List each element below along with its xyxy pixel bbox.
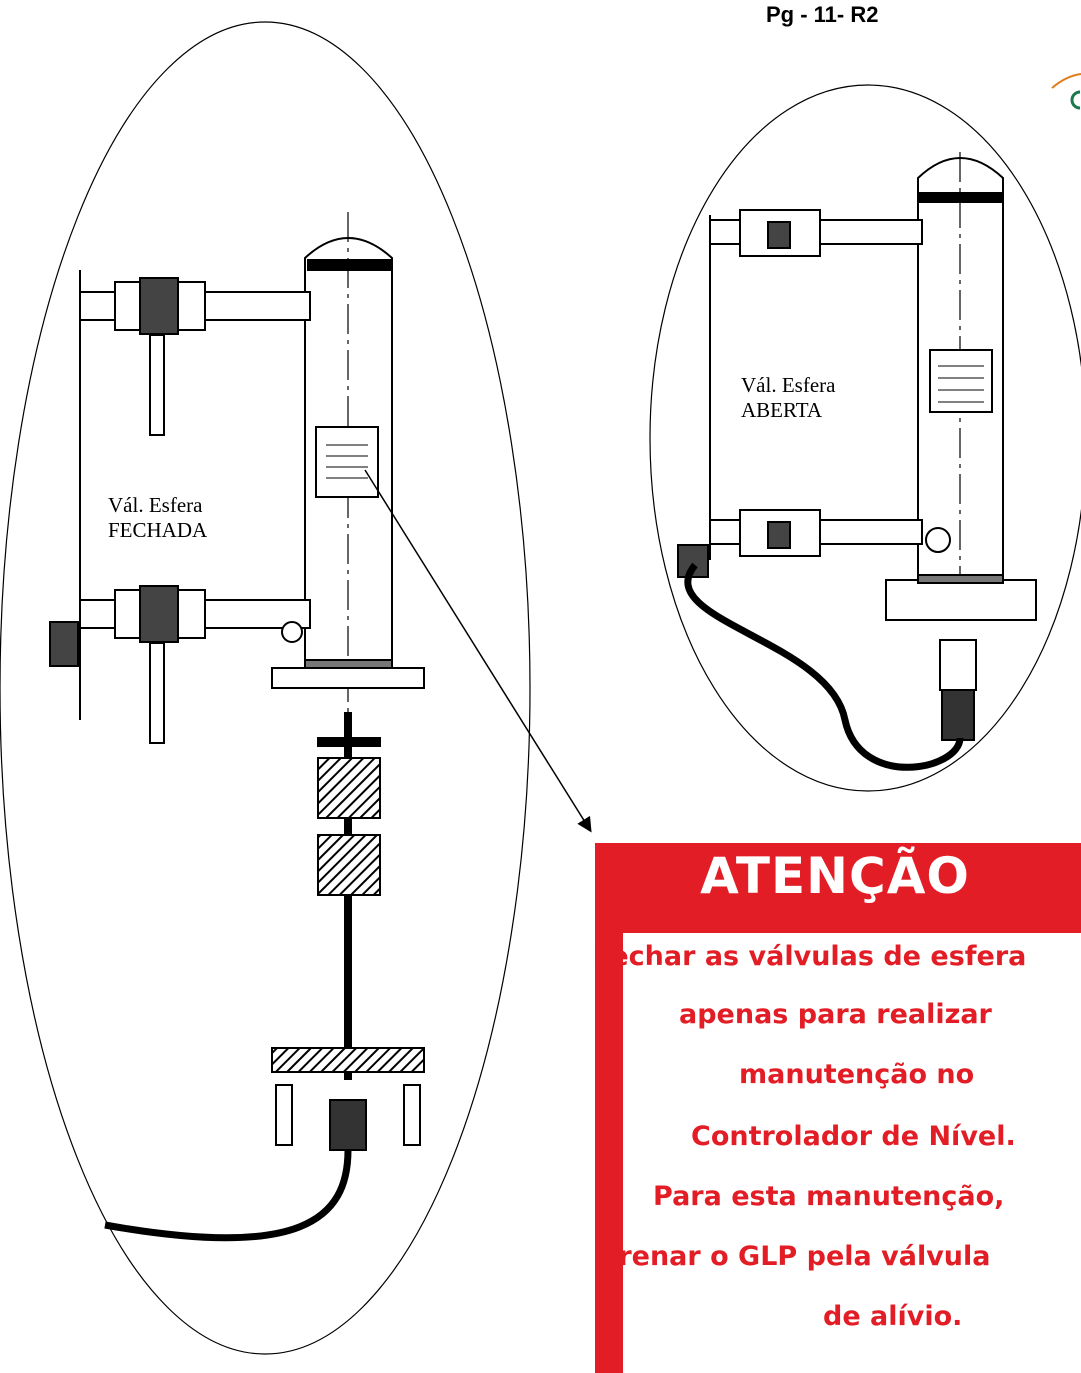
right-valve-label-line1: Vál. Esfera [741,373,836,397]
warning-line-2: apenas para realizar [679,999,992,1030]
left-level-controller-drawing [49,212,425,1242]
warning-line-1: Fechar as válvulas de esfera [593,941,1027,972]
page-title: Pg - 11- R2 [766,2,879,27]
warning-title: ATENÇÃO [700,847,970,905]
warning-line-5: Para esta manutenção, [653,1181,1005,1212]
arrow-icon [364,469,592,833]
warning-line-3: manutenção no [739,1059,975,1090]
warning-line-6: drenar o GLP pela válvula [599,1241,991,1272]
left-valve-label-line1: Vál. Esfera [108,493,203,517]
warning-panel: ATENÇÃO Fechar as válvulas de esfera ape… [593,843,1081,1373]
left-valve-label: Vál. Esfera FECHADA [108,493,207,543]
right-valve-label: Vál. Esfera ABERTA [741,373,835,423]
left-valve-label-line2: FECHADA [108,518,208,542]
right-valve-label-line2: ABERTA [741,398,823,422]
right-detail-ellipse [649,84,1081,792]
warning-line-7: de alívio. [823,1301,963,1332]
warning-body: Fechar as válvulas de esfera apenas para… [593,933,1081,1373]
left-detail-ellipse [0,21,531,1355]
warning-line-4: Controlador de Nível. [691,1121,1016,1152]
right-level-controller-drawing [677,152,1037,771]
logo-fragment-icon [1051,73,1081,89]
